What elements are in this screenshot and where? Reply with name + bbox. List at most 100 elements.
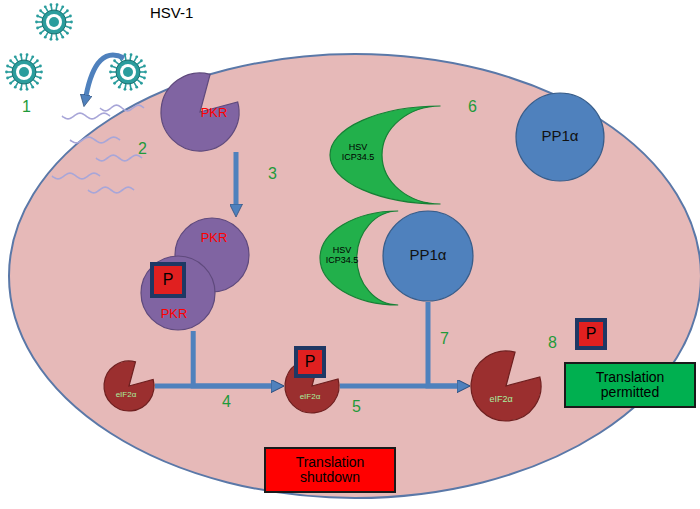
pkr-monomer-outline xyxy=(161,73,239,151)
virus-knob xyxy=(130,53,133,56)
pp1a-protein-outline xyxy=(516,93,604,181)
rna-strand xyxy=(96,155,142,161)
callout-number: 5 xyxy=(352,398,361,416)
virus-knob xyxy=(44,5,47,8)
pp1a-protein-outline xyxy=(383,211,473,301)
entry-arrow xyxy=(86,55,124,96)
eif2a-protein-shape xyxy=(103,360,155,412)
virus-knob xyxy=(61,5,64,8)
node-text: P xyxy=(575,325,607,343)
virus-knob xyxy=(140,82,143,85)
node-text: PKR xyxy=(196,106,232,120)
node-text: P xyxy=(150,271,186,289)
virus-knob xyxy=(14,86,17,89)
rna-strand xyxy=(88,187,134,193)
virus-knob xyxy=(144,71,147,74)
virus-knob xyxy=(113,59,116,62)
virus-particle xyxy=(109,53,147,90)
virus-knob xyxy=(50,38,53,41)
virus-particle xyxy=(5,53,43,90)
virus-core xyxy=(49,17,59,27)
virus-knob xyxy=(110,77,113,80)
label-anchor: 6 xyxy=(468,98,477,116)
virus-capsid xyxy=(42,10,66,34)
virus-knob xyxy=(36,27,39,30)
virus-knob xyxy=(56,3,59,6)
virus-knob xyxy=(6,65,9,68)
label-anchor: 7 xyxy=(440,330,449,348)
icp34-5-protein: HSV ICP34.5 xyxy=(330,105,460,205)
node-text: Translation permitted xyxy=(575,370,685,401)
virus-knob xyxy=(14,55,17,58)
virus-capsid xyxy=(116,60,140,84)
virus-particle xyxy=(35,3,73,40)
node-text: HSV ICP34.5 xyxy=(322,246,362,266)
eif2a-protein-outline xyxy=(104,361,154,411)
outcome-box: Translation permitted xyxy=(564,362,696,409)
pp1a-protein: PP1α xyxy=(515,92,605,182)
outcome-box: Translation shutdown xyxy=(264,447,396,494)
virus-knob xyxy=(66,9,69,12)
label-anchor: 1 xyxy=(22,98,31,116)
virus-knob xyxy=(26,88,29,91)
callout-number: 7 xyxy=(440,330,449,348)
virus-knob xyxy=(9,82,12,85)
eif2a-protein-outline xyxy=(471,351,541,421)
virus-knob xyxy=(39,9,42,12)
virus-knob xyxy=(20,88,23,91)
virus-knob xyxy=(143,77,146,80)
virus-knob xyxy=(39,32,42,35)
viral-rna xyxy=(52,105,144,193)
pkr-monomer: PKR xyxy=(160,72,240,152)
virus-core xyxy=(120,64,136,80)
virus-knob xyxy=(40,71,43,74)
label-anchor: HSV-1 xyxy=(150,5,193,22)
virus-knob xyxy=(56,38,59,41)
pkr-monomer-shape xyxy=(160,72,240,152)
virus-knob xyxy=(118,86,121,89)
virus-knob xyxy=(35,21,38,24)
virus-knob xyxy=(9,59,12,62)
callout-number: 4 xyxy=(222,393,231,411)
virus-knob xyxy=(140,59,143,62)
node-text: PP1α xyxy=(515,128,605,145)
label-anchor: 5 xyxy=(352,398,361,416)
virus-core xyxy=(46,14,62,30)
pkr-dimer-unit-outline xyxy=(141,256,215,330)
virus-knob xyxy=(5,71,8,74)
virus-knob xyxy=(69,15,72,18)
node-text: Translation shutdown xyxy=(275,455,385,486)
rna-strand xyxy=(62,113,110,119)
virus-knob xyxy=(135,86,138,89)
callout-number: 6 xyxy=(468,98,477,116)
virus-knob xyxy=(66,32,69,35)
virus-knob xyxy=(39,65,42,68)
virus-knob xyxy=(6,77,9,80)
virus-knob xyxy=(143,65,146,68)
virus-knob xyxy=(69,27,72,30)
node-text: PP1α xyxy=(382,247,474,264)
icp34-5-protein-outline xyxy=(330,106,441,204)
callout-number: 8 xyxy=(548,334,557,352)
virus-knob xyxy=(109,71,112,74)
virus-core xyxy=(123,67,133,77)
callout-number: 3 xyxy=(268,165,277,183)
node-text: PKR xyxy=(196,231,232,245)
rna-strand xyxy=(52,173,100,179)
virus-knob xyxy=(50,3,53,6)
callout-number: 1 xyxy=(22,98,31,116)
reaction-arrow xyxy=(428,302,457,386)
pp1a-protein: PP1α xyxy=(382,210,474,302)
virus-knob xyxy=(113,82,116,85)
label-anchor: 2 xyxy=(138,140,147,158)
node-text: eIF2α xyxy=(284,393,336,402)
virus-knob xyxy=(36,82,39,85)
virus-knob xyxy=(31,86,34,89)
node-text: PKR xyxy=(156,307,192,321)
rna-strand xyxy=(100,105,144,111)
node-text: eIF2α xyxy=(103,391,149,400)
virus-knob xyxy=(31,55,34,58)
virus-knob xyxy=(124,88,127,91)
virus-particles xyxy=(5,3,147,90)
phosphate-tag: P xyxy=(575,318,607,350)
